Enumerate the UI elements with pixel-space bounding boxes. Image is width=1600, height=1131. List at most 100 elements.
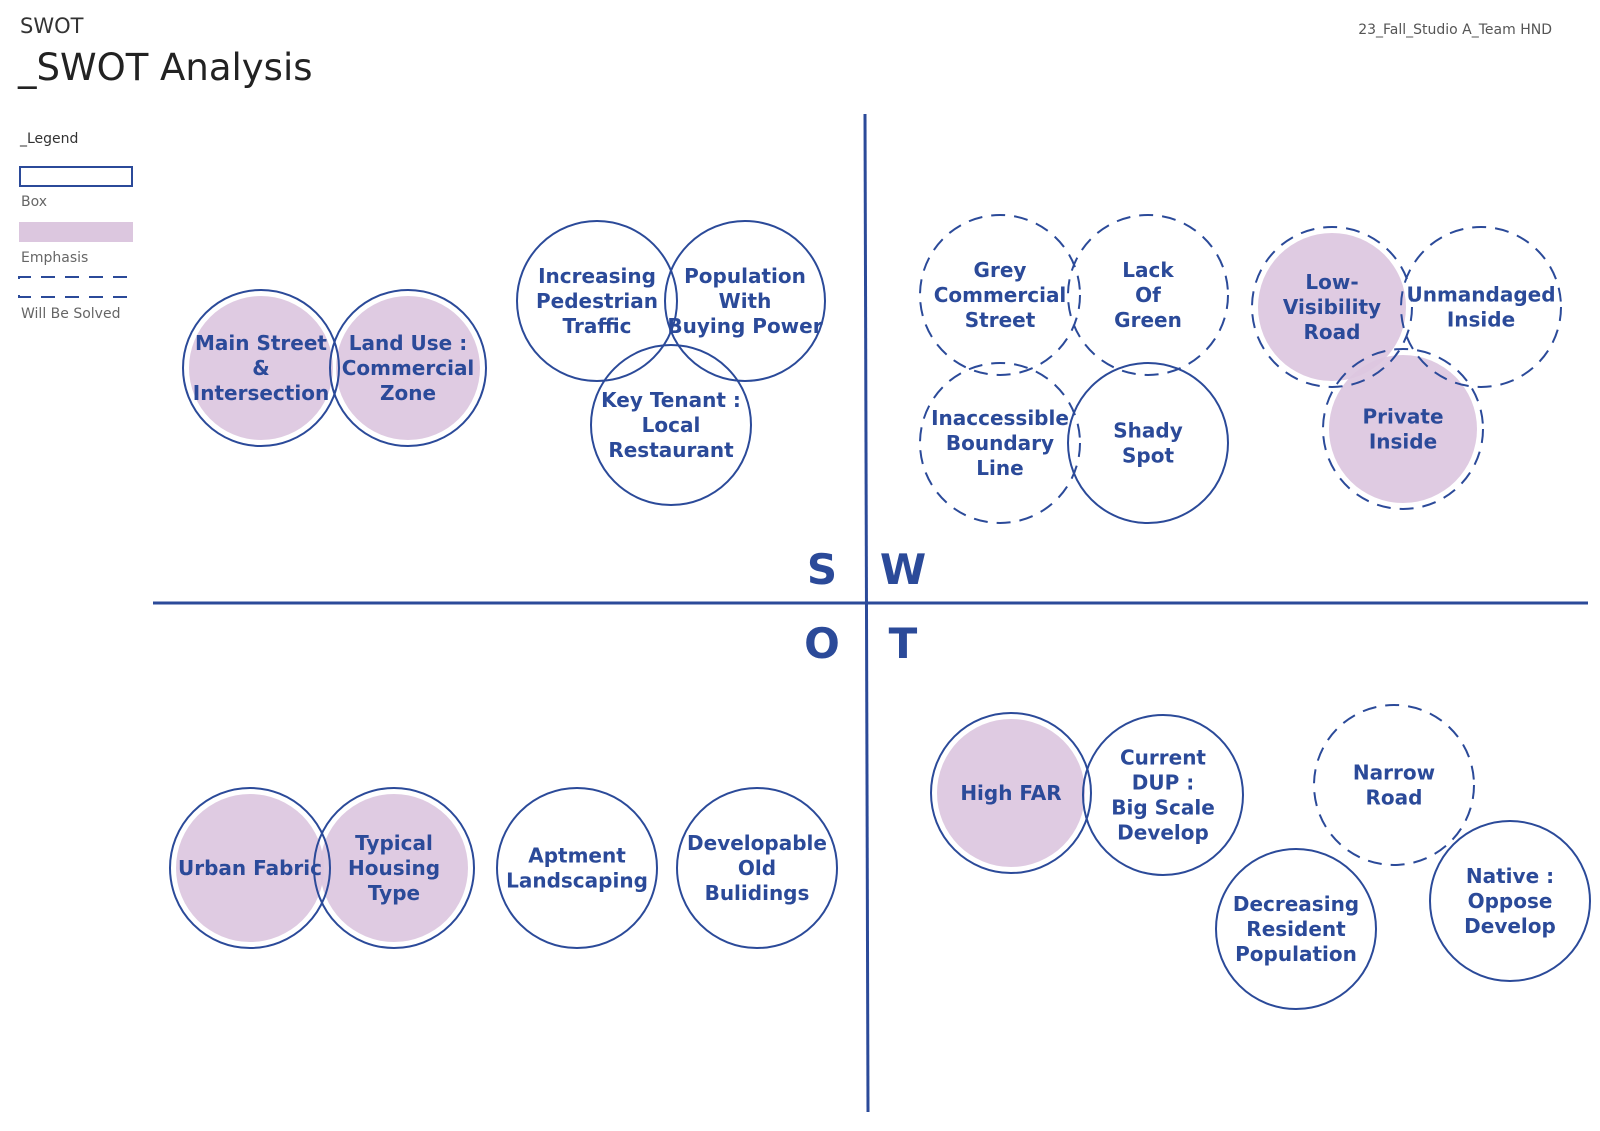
increasing-pedestrian-traffic-label-line: Increasing [538, 264, 656, 288]
unmandaged-inside-circle [1400, 226, 1562, 388]
key-tenant-local-restaurant-label-line: Local [642, 413, 701, 437]
narrow-road-label-line: Road [1366, 786, 1423, 810]
decreasing-resident-population-label-line: Population [1235, 942, 1357, 966]
unmandaged-inside-label-line: Inside [1447, 308, 1515, 332]
private-inside-emphasis-fill [1329, 355, 1477, 503]
low-visibility-road-label-line: Road [1304, 320, 1361, 344]
key-tenant-local-restaurant-circle [590, 344, 752, 506]
quadrant-letter-s: S [807, 545, 837, 594]
page-subtitle: SWOT [20, 14, 84, 38]
land-use-commercial-zone-circle [329, 289, 487, 447]
urban-fabric-label-line: Urban Fabric [178, 856, 322, 880]
urban-fabric-circle [169, 787, 331, 949]
inaccessible-boundary-line-circle [919, 362, 1081, 524]
urban-fabric-emphasis-fill [176, 794, 324, 942]
land-use-commercial-zone-label-line: Zone [380, 381, 436, 405]
increasing-pedestrian-traffic-circle [516, 220, 678, 382]
vertical-axis [863, 113, 870, 1113]
main-street-intersection-label-line: Intersection [193, 381, 329, 405]
private-inside-circle [1322, 348, 1484, 510]
legend-box-swatch [19, 166, 133, 187]
population-buying-power-label-line: Buying Power [667, 314, 822, 338]
current-dup-big-scale-develop-label-line: Big Scale [1111, 796, 1215, 820]
unmandaged-inside-label-line: Unmandaged [1406, 283, 1555, 307]
population-buying-power-label-line: With [719, 289, 772, 313]
high-far-circle [930, 712, 1092, 874]
low-visibility-road-emphasis-fill [1258, 233, 1406, 381]
legend-emphasis-label: Emphasis [21, 250, 89, 266]
narrow-road-circle [1313, 704, 1475, 866]
increasing-pedestrian-traffic-label-line: Pedestrian [536, 289, 658, 313]
quadrant-letter-t: T [889, 619, 918, 668]
low-visibility-road-label-line: Visibility [1283, 295, 1381, 319]
inaccessible-boundary-line-label-line: Line [976, 456, 1023, 480]
native-oppose-develop-circle [1429, 820, 1591, 982]
shady-spot-circle [1067, 362, 1229, 524]
current-dup-big-scale-develop-label-line: Develop [1117, 821, 1209, 845]
population-buying-power-label-line: Population [684, 264, 806, 288]
legend-dashed-label: Will Be Solved [21, 306, 121, 322]
native-oppose-develop-label-line: Oppose [1468, 889, 1553, 913]
key-tenant-local-restaurant-label-line: Restaurant [608, 438, 734, 462]
current-dup-big-scale-develop-label-line: DUP : [1132, 771, 1194, 795]
narrow-road-label-line: Narrow [1353, 761, 1435, 785]
main-street-intersection-circle [182, 289, 340, 447]
private-inside-label-line: Inside [1369, 430, 1437, 454]
current-dup-big-scale-develop-circle [1082, 714, 1244, 876]
typical-housing-type-label-line: Typical [355, 831, 433, 855]
grey-commercial-street-circle [919, 214, 1081, 376]
typical-housing-type-circle [313, 787, 475, 949]
grey-commercial-street-label-line: Street [965, 308, 1036, 332]
high-far-label-line: High FAR [960, 781, 1061, 805]
high-far-emphasis-fill [937, 719, 1085, 867]
aptment-landscaping-label-line: Landscaping [506, 869, 648, 893]
low-visibility-road-label-line: Low- [1305, 270, 1358, 294]
grey-commercial-street-label-line: Grey [974, 258, 1027, 282]
lack-of-green-label-line: Of [1135, 283, 1161, 307]
native-oppose-develop-label-line: Native : [1466, 864, 1554, 888]
decreasing-resident-population-label-line: Resident [1246, 917, 1346, 941]
shady-spot-label-line: Spot [1122, 444, 1174, 468]
land-use-commercial-zone-label-line: Commercial [342, 356, 475, 380]
page-title: _SWOT Analysis [18, 46, 313, 89]
native-oppose-develop-label-line: Develop [1464, 914, 1556, 938]
legend-box-label: Box [21, 194, 48, 210]
project-label: 23_Fall_Studio A_Team HND [1358, 22, 1552, 38]
aptment-landscaping-label-line: Aptment [528, 844, 626, 868]
main-street-intersection-label-line: & [252, 356, 269, 380]
inaccessible-boundary-line-label-line: Inaccessible [931, 406, 1069, 430]
legend-title: _Legend [20, 131, 79, 147]
quadrant-letter-o: O [804, 619, 840, 668]
main-street-intersection-label-line: Main Street [195, 331, 327, 355]
quadrant-letter-w: W [880, 545, 926, 594]
legend-emphasis-swatch [19, 222, 133, 242]
key-tenant-local-restaurant-label-line: Key Tenant : [601, 388, 741, 412]
decreasing-resident-population-circle [1215, 848, 1377, 1010]
typical-housing-type-label-line: Type [368, 881, 420, 905]
developable-old-bulidings-label-line: Bulidings [705, 881, 810, 905]
land-use-commercial-zone-emphasis-fill [336, 296, 480, 440]
developable-old-bulidings-label-line: Developable [687, 831, 827, 855]
land-use-commercial-zone-label-line: Land Use : [349, 331, 467, 355]
lack-of-green-label-line: Lack [1122, 258, 1174, 282]
current-dup-big-scale-develop-label-line: Current [1120, 746, 1206, 770]
grey-commercial-street-label-line: Commercial [934, 283, 1067, 307]
legend-dashed-swatch [18, 276, 134, 298]
increasing-pedestrian-traffic-label-line: Traffic [563, 314, 632, 338]
inaccessible-boundary-line-label-line: Boundary [946, 431, 1054, 455]
population-buying-power-circle [664, 220, 826, 382]
decreasing-resident-population-label-line: Decreasing [1233, 892, 1359, 916]
aptment-landscaping-circle [496, 787, 658, 949]
typical-housing-type-label-line: Housing [348, 856, 440, 880]
low-visibility-road-circle [1251, 226, 1413, 388]
main-street-intersection-emphasis-fill [189, 296, 333, 440]
developable-old-bulidings-label-line: Old [738, 856, 776, 880]
typical-housing-type-emphasis-fill [320, 794, 468, 942]
shady-spot-label-line: Shady [1113, 419, 1183, 443]
lack-of-green-label-line: Green [1114, 308, 1182, 332]
private-inside-label-line: Private [1362, 405, 1443, 429]
developable-old-bulidings-circle [676, 787, 838, 949]
lack-of-green-circle [1067, 214, 1229, 376]
